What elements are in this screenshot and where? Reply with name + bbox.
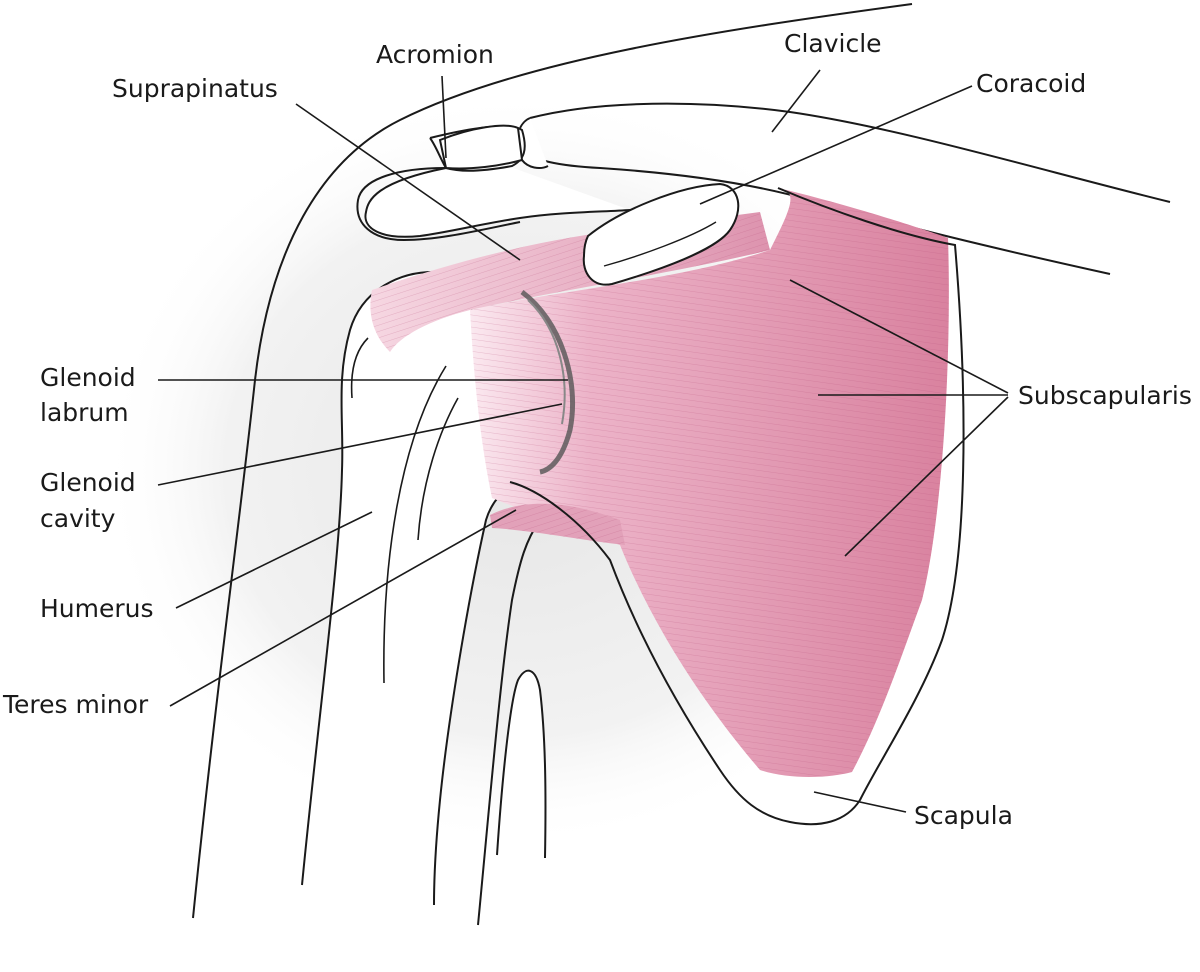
label-humerus: Humerus — [40, 594, 154, 623]
label-coracoid: Coracoid — [976, 69, 1086, 98]
label-glenoid-labrum-1: Glenoid — [40, 363, 136, 392]
leader-clavicle — [772, 70, 820, 132]
label-subscapularis: Subscapularis — [1018, 381, 1192, 410]
label-scapula: Scapula — [914, 801, 1013, 830]
label-teres-minor: Teres minor — [2, 690, 149, 719]
label-glenoid-labrum-2: labrum — [40, 398, 129, 427]
leader-scapula — [814, 792, 906, 812]
label-suprapinatus: Suprapinatus — [112, 74, 278, 103]
label-acromion: Acromion — [376, 40, 494, 69]
leader-coracoid — [700, 86, 972, 204]
label-glenoid-cavity-1: Glenoid — [40, 468, 136, 497]
label-clavicle: Clavicle — [784, 29, 882, 58]
label-glenoid-cavity-2: cavity — [40, 504, 116, 533]
